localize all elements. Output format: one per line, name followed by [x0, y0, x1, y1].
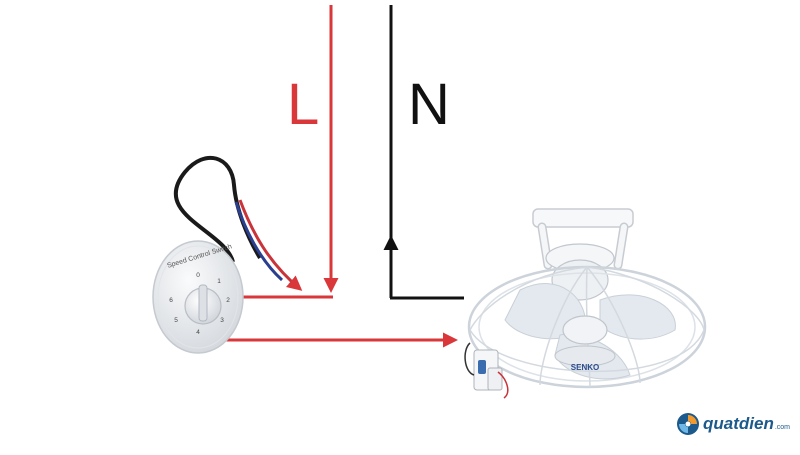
site-logo[interactable]: quatdien .com — [676, 412, 790, 436]
logo-icon — [677, 413, 699, 435]
neutral-label: N — [408, 72, 450, 137]
dial-number: 6 — [169, 297, 173, 304]
live-label: L — [287, 72, 320, 137]
logo-suffix: .com — [774, 423, 791, 431]
dial-number: 0 — [196, 272, 200, 279]
fan-brand: SENKO — [571, 363, 599, 372]
switch-cable — [174, 155, 303, 291]
speed-control-switch: Speed Control Switch 0 1 2 3 4 5 6 — [152, 240, 244, 354]
dial-number: 2 — [226, 297, 230, 304]
dial-number: 1 — [217, 278, 221, 285]
dial-number: 4 — [196, 329, 200, 336]
neutral-wire — [383, 5, 464, 300]
live-wire — [216, 5, 458, 348]
logo-text: quatdien — [703, 414, 774, 433]
dial-number: 5 — [174, 317, 178, 324]
orbit-fan: SENKO — [464, 208, 707, 399]
dial-number: 3 — [220, 317, 224, 324]
